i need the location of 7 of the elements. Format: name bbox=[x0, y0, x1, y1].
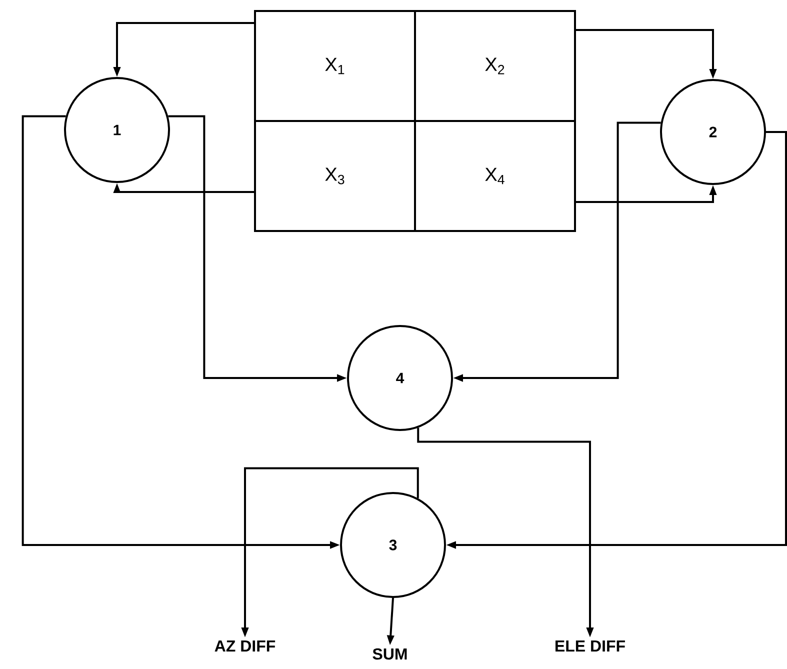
output-label: ELE DIFF bbox=[556, 640, 625, 652]
matrix-cell: X$_{3}$ bbox=[254, 120, 416, 232]
matrix-cell: X$_{4}$ bbox=[414, 120, 576, 232]
matrix-cell: X$_{2}$ bbox=[414, 10, 576, 122]
output-label: AZ DIFF bbox=[214, 640, 276, 652]
matrix-cell: X$_{1}$ bbox=[254, 10, 416, 122]
output-label: SUM bbox=[372, 648, 407, 660]
